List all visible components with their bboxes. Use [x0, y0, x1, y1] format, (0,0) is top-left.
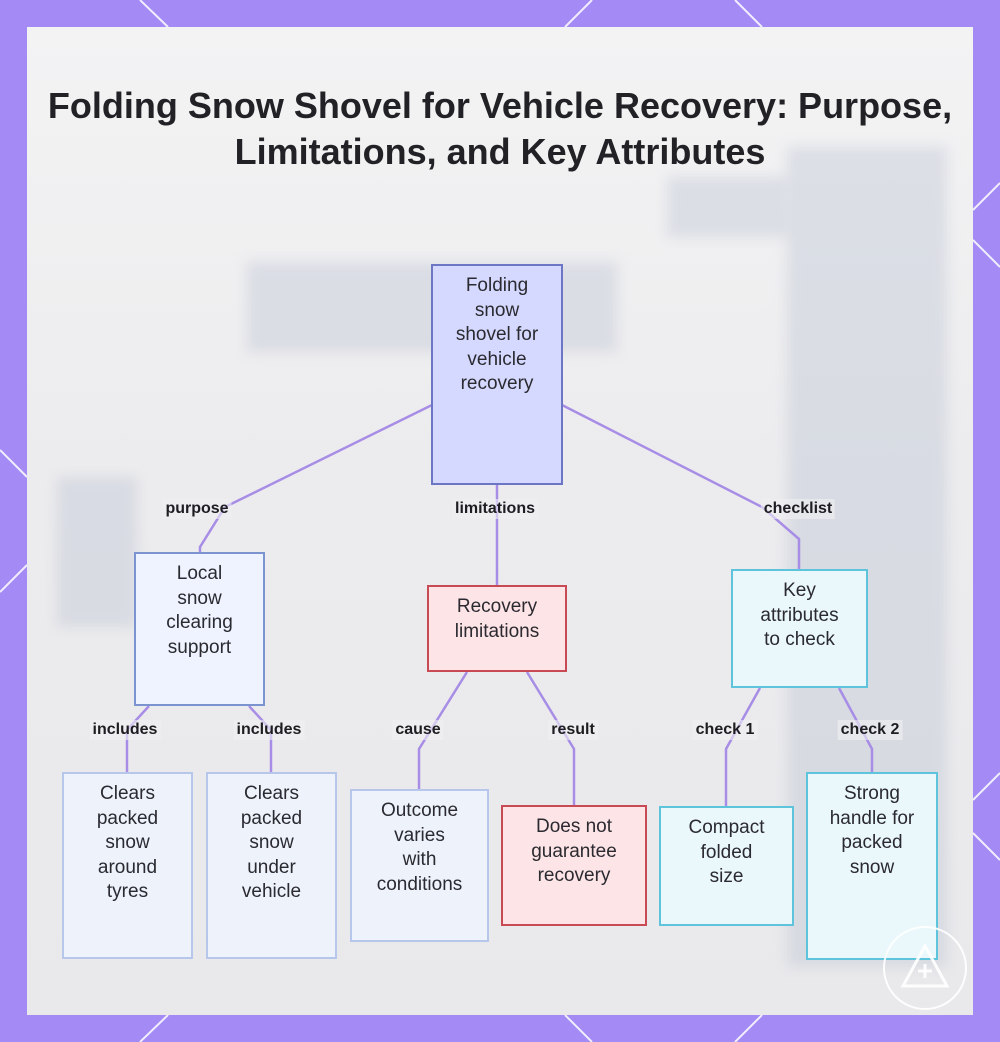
node-tyres-line: Clears — [100, 783, 155, 804]
node-handle-line: packed — [841, 832, 903, 853]
node-compact-line: size — [709, 866, 744, 887]
node-handle-line: Strong — [844, 783, 900, 804]
node-handle-line: snow — [849, 856, 895, 878]
edge-label-result: result — [548, 720, 598, 740]
edge-limitations-outcome — [417, 671, 469, 790]
node-under-vehicle: Clears packed snow under vehicle — [206, 772, 337, 959]
node-under-vehicle-line: under — [247, 856, 296, 878]
edge-checklist-handle — [837, 687, 874, 773]
edge-label-includes-2: includes — [233, 720, 305, 740]
node-outcome-line: varies — [394, 824, 445, 846]
node-handle-line: handle for — [829, 807, 915, 829]
edge-checklist-compact — [724, 687, 762, 806]
node-root-line: Folding — [465, 275, 529, 296]
diagram-panel: Folding Snow Shovel for Vehicle Recovery… — [27, 27, 973, 1015]
node-compact-line: folded — [700, 841, 753, 863]
node-limitations: Recovery limitations — [427, 585, 567, 672]
edge-root-purpose — [198, 403, 433, 553]
background-blur-shape — [57, 477, 137, 627]
edge-label-checklist: checklist — [760, 499, 836, 519]
node-outcome-line: conditions — [376, 873, 463, 895]
node-compact: Compact folded size — [659, 806, 794, 926]
node-guarantee-line: recovery — [537, 865, 611, 886]
node-root-line: snow — [474, 299, 520, 321]
edge-root-checklist — [561, 403, 801, 570]
node-limitations-line: limitations — [454, 620, 540, 642]
background-blur-shape — [667, 177, 787, 237]
node-under-vehicle-line: vehicle — [241, 881, 302, 902]
node-purpose-line: support — [167, 636, 232, 658]
node-under-vehicle-line: snow — [249, 832, 294, 853]
node-root: Folding snow shovel for vehicle recovery — [431, 264, 563, 485]
node-limitations-line: Recovery — [456, 596, 538, 617]
node-checklist-line: Key — [783, 580, 816, 601]
node-root-line: recovery — [460, 373, 534, 394]
edge-label-limitations: limitations — [451, 499, 539, 519]
node-purpose: Local snow clearing support — [134, 552, 265, 706]
node-under-vehicle-line: Clears — [244, 783, 299, 804]
node-checklist-line: to check — [764, 629, 835, 650]
node-purpose-line: clearing — [166, 612, 233, 633]
edge-label-purpose: purpose — [162, 499, 232, 519]
edge-label-check-1: check 1 — [692, 720, 758, 740]
edge-limitations-guarantee — [525, 671, 576, 805]
node-checklist: Key attributes to check — [731, 569, 868, 688]
node-purpose-line: Local — [176, 563, 223, 584]
diagram-title: Folding Snow Shovel for Vehicle Recovery… — [47, 85, 953, 172]
edge-label-check-2: check 2 — [837, 720, 903, 740]
node-guarantee: Does not guarantee recovery — [501, 805, 647, 926]
node-tyres: Clears packed snow around tyres — [62, 772, 193, 959]
node-checklist-line: attributes — [760, 604, 839, 626]
node-outcome: Outcome varies with conditions — [350, 789, 489, 942]
node-purpose-line: snow — [177, 587, 222, 609]
node-outcome-line: with — [402, 849, 437, 870]
node-outcome-line: Outcome — [380, 800, 459, 821]
node-tyres-line: packed — [96, 807, 159, 829]
node-root-line: vehicle — [467, 348, 527, 370]
node-tyres-line: snow — [105, 832, 150, 853]
edge-label-includes-1: includes — [89, 720, 161, 740]
node-guarantee-line: Does not — [535, 816, 613, 837]
node-guarantee-line: guarantee — [531, 840, 617, 862]
node-tyres-line: around — [97, 856, 158, 878]
node-root-line: shovel for — [455, 324, 539, 345]
watermark-logo-icon — [883, 926, 967, 1010]
edge-label-cause: cause — [392, 720, 444, 740]
node-tyres-line: tyres — [106, 881, 149, 902]
node-compact-line: Compact — [688, 817, 765, 838]
node-under-vehicle-line: packed — [240, 807, 303, 829]
